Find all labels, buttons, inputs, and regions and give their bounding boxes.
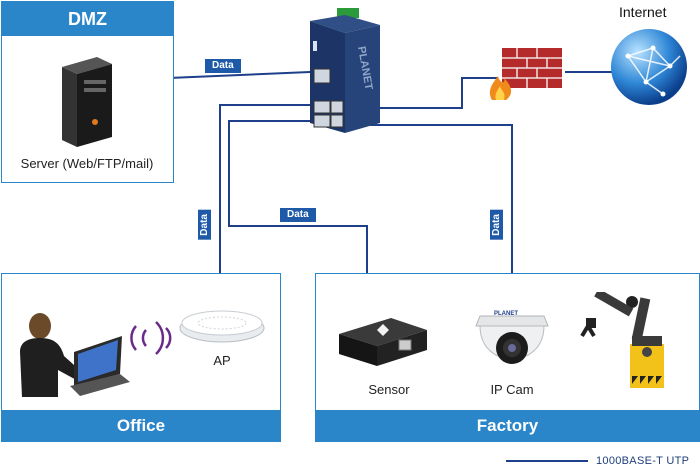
data-tag-ap: Data xyxy=(198,210,211,240)
internet-label: Internet xyxy=(619,4,667,20)
wire-switch-firewall xyxy=(345,77,498,109)
dmz-title: DMZ xyxy=(2,2,173,36)
data-tag-ipcam: Data xyxy=(490,210,503,240)
legend-label: 1000BASE-T UTP xyxy=(596,455,690,467)
access-point-icon xyxy=(179,310,265,343)
laptop-user-icon xyxy=(20,313,130,397)
wire-switch-sensor xyxy=(228,120,368,318)
industrial-switch-icon: PLANET xyxy=(310,8,380,133)
server-label: Server (Web/FTP/mail) xyxy=(20,156,154,171)
server-icon xyxy=(62,57,112,147)
robot-arm-icon xyxy=(580,292,664,388)
wire-switch-ipcam xyxy=(345,124,513,312)
wire-switch-ap xyxy=(219,104,318,305)
ipcam-label: IP Cam xyxy=(490,382,534,397)
firewall-icon xyxy=(489,48,562,100)
ip-camera-icon: PLANET xyxy=(475,311,549,364)
cam-brand: PLANET xyxy=(494,311,518,317)
data-tag-server: Data xyxy=(205,59,241,73)
data-tag-sensor: Data xyxy=(280,208,316,222)
wireless-signal-icon xyxy=(130,321,172,355)
office-title: Office xyxy=(2,410,280,441)
sensor-label: Sensor xyxy=(368,382,410,397)
ap-label: AP xyxy=(213,353,231,368)
sensor-device-icon xyxy=(339,318,427,366)
factory-title: Factory xyxy=(316,410,699,441)
internet-globe-icon xyxy=(611,29,687,105)
